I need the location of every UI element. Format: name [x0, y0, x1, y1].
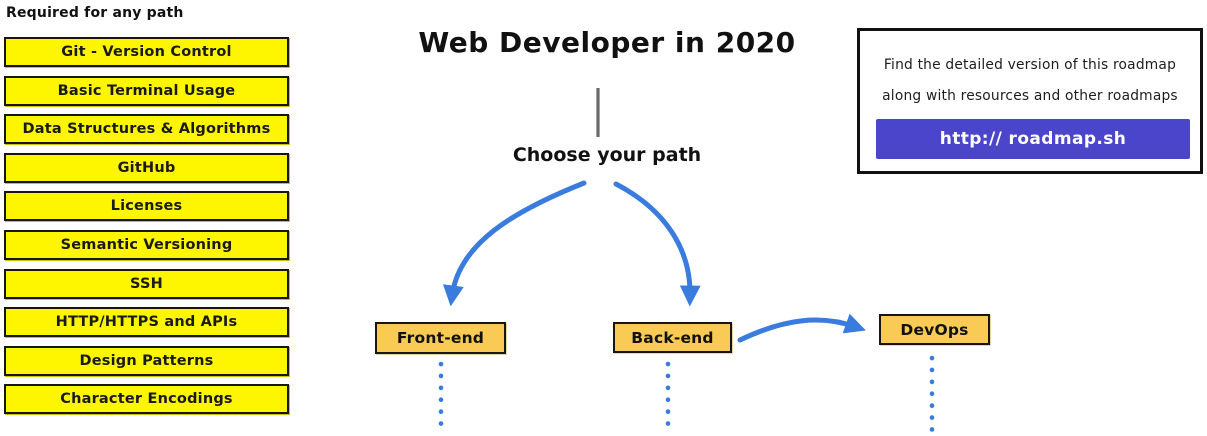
devops-node[interactable]: DevOps — [879, 314, 990, 345]
required-item-ssh[interactable]: SSH — [4, 268, 289, 299]
required-item-licenses[interactable]: Licenses — [4, 191, 289, 222]
info-box-text: Find the detailed version of this roadma… — [860, 31, 1200, 112]
arrow-to-backend — [613, 181, 701, 307]
required-item-design-patterns[interactable]: Design Patterns — [4, 345, 289, 376]
frontend-node[interactable]: Front-end — [375, 322, 506, 354]
page-title: Web Developer in 2020 — [418, 26, 796, 59]
required-item-terminal[interactable]: Basic Terminal Usage — [4, 75, 289, 106]
required-item-semver[interactable]: Semantic Versioning — [4, 229, 289, 260]
required-item-encodings[interactable]: Character Encodings — [4, 384, 289, 415]
info-box: Find the detailed version of this roadma… — [857, 28, 1203, 174]
arrow-to-frontend — [442, 180, 587, 307]
required-path-list: Git - Version Control Basic Terminal Usa… — [4, 37, 289, 423]
choose-path-label: Choose your path — [512, 144, 702, 166]
info-line-1: Find the detailed version of this roadma… — [883, 57, 1177, 73]
required-item-github[interactable]: GitHub — [4, 152, 289, 183]
info-line-2: along with resources and other roadmaps — [882, 88, 1178, 104]
required-item-git[interactable]: Git - Version Control — [4, 37, 289, 67]
arrow-backend-to-devops — [737, 313, 866, 343]
required-path-title: Required for any path — [6, 5, 184, 21]
required-item-dsa[interactable]: Data Structures & Algorithms — [4, 114, 289, 145]
roadmap-url-button[interactable]: http:// roadmap.sh — [876, 119, 1190, 159]
required-item-http[interactable]: HTTP/HTTPS and APIs — [4, 307, 289, 338]
backend-node[interactable]: Back-end — [613, 322, 732, 353]
